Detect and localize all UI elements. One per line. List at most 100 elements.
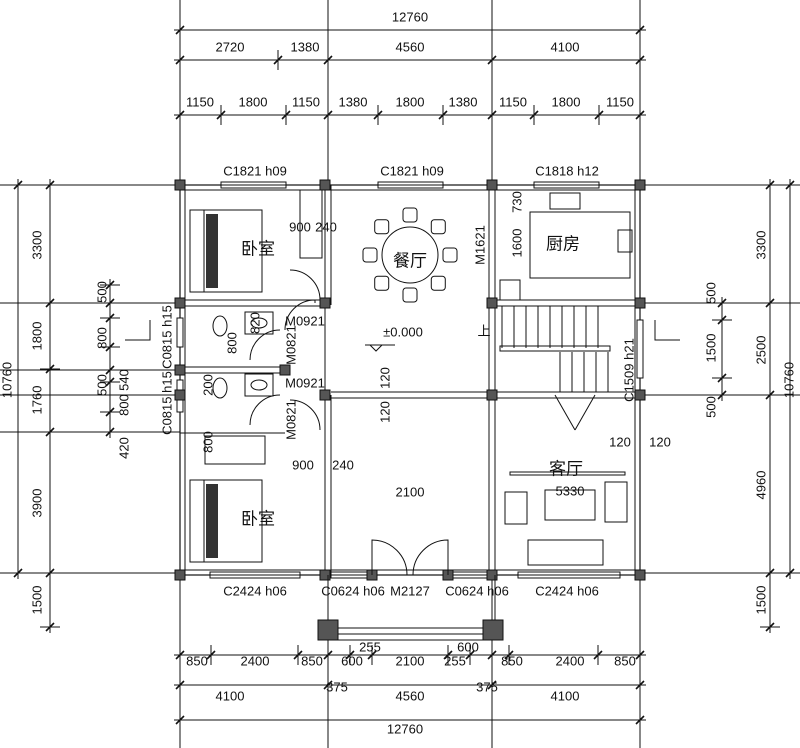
chair-icon <box>402 287 418 303</box>
room-label-bedroom: 卧室 <box>241 240 275 260</box>
opening-label: C1818 h12 <box>535 163 599 178</box>
dimension-label: 820 <box>247 312 262 334</box>
dimension-label: 255 <box>359 639 381 654</box>
sink-icon <box>244 311 274 335</box>
stair-window <box>636 319 644 379</box>
dimension-label: 1150 <box>499 94 527 109</box>
dining-table-icon <box>381 226 439 284</box>
dimension-label: 1600 <box>509 229 524 258</box>
dimension-label: 3900 <box>29 489 44 518</box>
dimension-label: 2500 <box>753 336 768 365</box>
door-swing <box>249 394 281 426</box>
main-door-leaf <box>412 539 449 576</box>
opening-label: C2424 h06 <box>223 583 287 598</box>
dimension-label: 5330 <box>556 483 585 498</box>
opening-label: C1821 h09 <box>380 163 444 178</box>
dimension-label: 255 <box>444 653 466 668</box>
column <box>486 389 498 401</box>
dimension-label: 500 <box>94 281 109 303</box>
chair-icon <box>430 275 446 291</box>
dimension-label: 500 <box>703 282 718 304</box>
opening-label: C0815 h15 <box>159 371 174 435</box>
coffee-table-icon <box>544 489 596 521</box>
dimension-label: 240 <box>315 219 337 234</box>
dimension-label: 900 <box>292 457 314 472</box>
plan-labels: 12760 2720 1380 4560 4100 1150 1800 1150 1380 180… <box>0 9 796 736</box>
bed-headboard <box>189 209 205 293</box>
stair-arrow <box>554 394 576 431</box>
chair-icon <box>362 247 378 263</box>
dimension-label: 1380 <box>339 94 368 109</box>
dimension-label: 2100 <box>396 653 425 668</box>
room-label-dining: 餐厅 <box>393 252 427 272</box>
dimension-label: 1500 <box>753 586 768 615</box>
stair-handrail <box>499 345 611 352</box>
column <box>174 389 186 401</box>
dimension-label: 1500 <box>703 334 718 363</box>
chair-icon <box>442 247 458 263</box>
column <box>174 364 186 376</box>
dimension-label: 4560 <box>396 688 425 703</box>
opening-label: M0921 <box>285 313 325 328</box>
porch-column <box>317 619 339 641</box>
dimension-label: 1760 <box>29 386 44 415</box>
fridge-icon <box>499 279 521 301</box>
stair-arrow <box>574 394 596 431</box>
kitchen-sink-icon <box>549 192 581 210</box>
sink-icon <box>244 373 274 397</box>
opening-label: C0624 h06 <box>321 583 385 598</box>
dimension-label: 2720 <box>216 39 245 54</box>
dimension-label: 1150 <box>186 94 214 109</box>
dimension-label: 730 <box>509 191 524 213</box>
dimension-label: 600 <box>341 653 363 668</box>
dimension-label: 4560 <box>396 39 425 54</box>
column <box>174 297 186 309</box>
stove-icon <box>617 229 633 253</box>
dimension-label: 2400 <box>556 653 585 668</box>
pillow <box>206 484 218 558</box>
toilet-icon <box>212 377 228 399</box>
dimension-label: 200 <box>200 374 215 396</box>
dimension-label: 2100 <box>396 484 425 499</box>
dimension-label: 420 <box>116 437 131 459</box>
dimension-label: 850 <box>501 653 523 668</box>
column <box>174 179 186 191</box>
dimension-label: 12760 <box>387 721 423 736</box>
sofa-icon <box>527 539 604 566</box>
dimension-label: 1380 <box>291 39 320 54</box>
outer-wall-inner <box>184 189 636 571</box>
column <box>319 179 331 191</box>
column <box>634 297 646 309</box>
door-swing <box>284 299 316 331</box>
dimension-label: 2400 <box>241 653 270 668</box>
section-mark <box>125 320 151 341</box>
column <box>319 389 331 401</box>
tv-cabinet <box>509 471 626 476</box>
dimension-label: 1800 <box>396 94 425 109</box>
dimension-label: 4100 <box>551 39 580 54</box>
dimension-label: 3300 <box>753 231 768 260</box>
dimension-label: 4100 <box>551 688 580 703</box>
column <box>486 297 498 309</box>
chair-icon <box>430 219 446 235</box>
room-label-living: 客厅 <box>549 460 583 480</box>
dimension-label: 850 <box>614 653 636 668</box>
door-swing <box>289 269 321 301</box>
dimension-label: 800 <box>94 327 109 349</box>
bed-headboard <box>189 479 205 563</box>
dimension-label: 1800 <box>29 322 44 351</box>
dimension-label: 900 <box>289 219 311 234</box>
section-mark <box>654 320 680 341</box>
dimension-label: 800 <box>116 394 131 416</box>
dimension-label: 800 <box>200 431 215 453</box>
level-mark-symbol <box>365 344 395 352</box>
opening-label: C1509 h21 <box>621 338 636 402</box>
chair-icon <box>374 219 390 235</box>
dimension-label: 4100 <box>216 688 245 703</box>
pillow <box>206 214 218 288</box>
chair-icon <box>402 207 418 223</box>
column <box>174 569 186 581</box>
opening-label: M1621 <box>472 225 487 265</box>
dimension-label: 4960 <box>753 471 768 500</box>
